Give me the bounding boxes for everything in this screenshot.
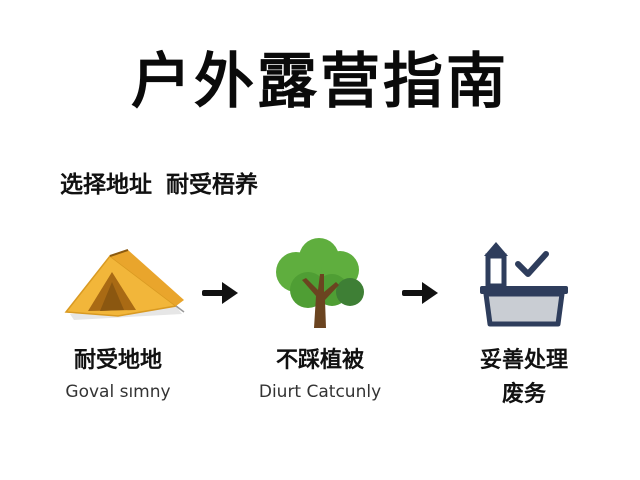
step-2-subtitle: Diurt Catcunly [258, 382, 382, 402]
step-2-title: 不踩植被 [275, 348, 364, 373]
tent-door-inner [100, 282, 124, 311]
trash-bin-check-icon [480, 242, 568, 327]
arrow-right-icon [402, 282, 438, 304]
subtitle-part-1: 选择地址 [60, 172, 152, 198]
tent-guy-line [175, 305, 185, 313]
tent-icon [64, 249, 185, 320]
bin-body [483, 291, 565, 327]
section-subtitle: 选择地址耐受梧养 [60, 170, 258, 200]
step-3-title-line-2: 废务 [501, 382, 546, 407]
subtitle-part-2: 耐受梧养 [166, 172, 258, 198]
step-3-title-line-1: 妥善处理 [479, 348, 568, 373]
arrow-right-icon [202, 282, 238, 304]
tent-pole [109, 249, 129, 257]
page-title: 户外露营指南 [131, 47, 509, 117]
bin-lid-house [484, 242, 508, 256]
tent-right-panel [110, 250, 184, 306]
tree-icon [276, 238, 364, 328]
check-mark [515, 251, 549, 277]
step-1-title: 耐受地地 [73, 348, 162, 373]
step-1-subtitle: Goval sımny [65, 382, 171, 402]
tree-trunk [302, 274, 339, 328]
